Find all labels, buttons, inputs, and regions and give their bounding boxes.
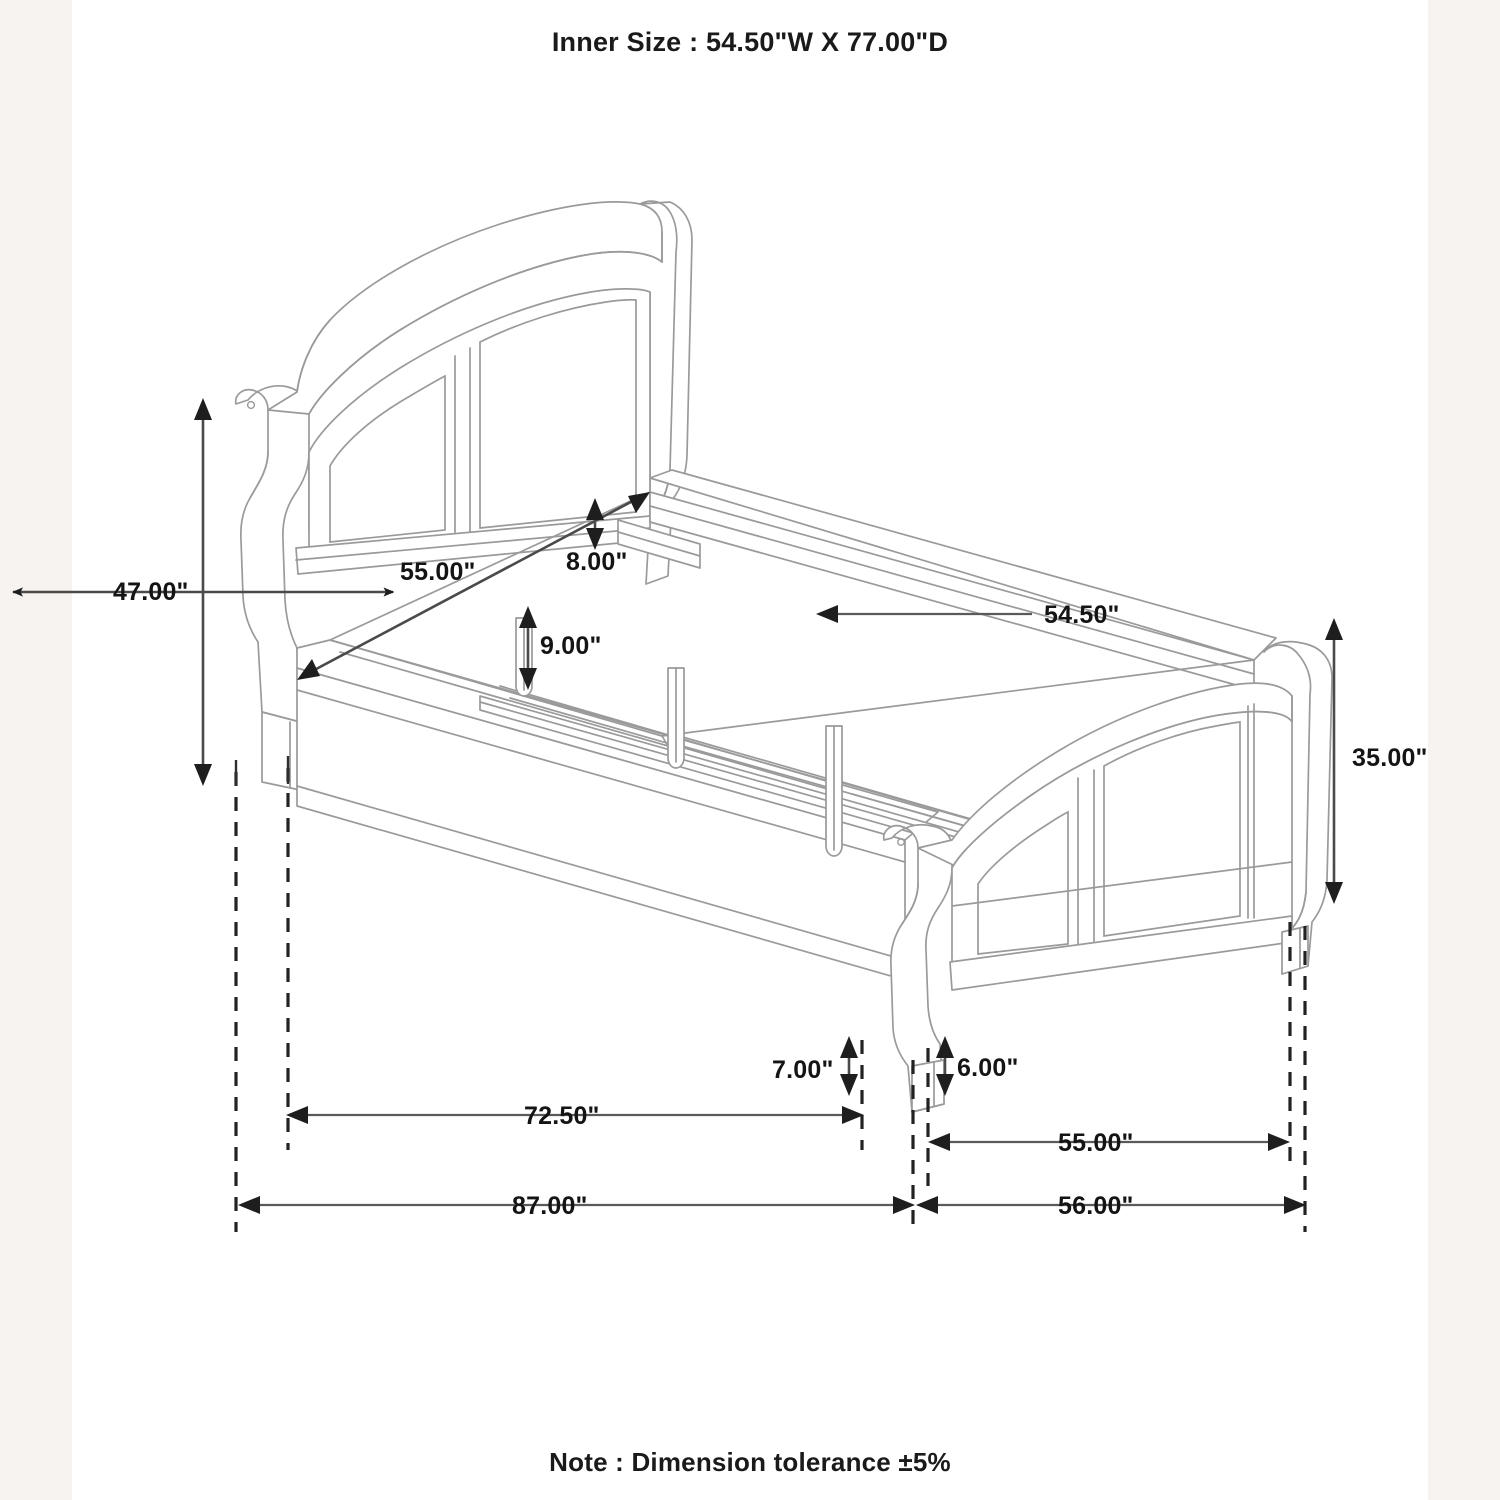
dim-label-width-55: 55.00": [1058, 1129, 1134, 1157]
arrowhead-55-upper: [628, 492, 650, 513]
page-title: Inner Size : 54.50"W X 77.00"D: [551, 27, 949, 57]
dim-label-len-8700: 87.00": [512, 1192, 588, 1220]
arrowhead-w56-right: [1284, 1196, 1306, 1214]
right-margin-band: [1428, 0, 1500, 1500]
tolerance-note: Note : Dimension tolerance ±5%: [549, 1447, 951, 1477]
arrowhead-35-bottom: [1325, 882, 1343, 904]
dim-label-clear-7: 7.00": [772, 1056, 834, 1084]
arrowhead-w55-left: [928, 1133, 950, 1151]
arrowhead-6-bottom: [936, 1074, 954, 1096]
arrowhead-47-top: [194, 398, 212, 420]
arrowhead-55-lower: [297, 659, 320, 680]
footboard-group: [882, 640, 1333, 1113]
dim-label-rail-8: 8.00": [566, 548, 628, 576]
arrowhead-7-bottom: [840, 1074, 858, 1096]
arrowhead-w55-right: [1268, 1133, 1290, 1151]
headboard-group: [234, 200, 693, 791]
arrowhead-8700-left: [238, 1196, 260, 1214]
dim-label-height-35: 35.00": [1352, 744, 1428, 772]
arrowhead-w56-left: [916, 1196, 938, 1214]
arrowhead-7-top: [840, 1036, 858, 1058]
arrowhead-8700-right: [893, 1196, 915, 1214]
dim-label-leg-9: 9.00": [540, 632, 602, 660]
dim-label-slat-5450: 54.50": [1044, 601, 1120, 629]
arrowhead-5450: [816, 605, 838, 623]
dim-label-clear-6: 6.00": [957, 1054, 1019, 1082]
dim-label-width-56: 56.00": [1058, 1192, 1134, 1220]
arrowhead-8-bottom: [586, 528, 604, 550]
dim-label-diag-55: 55.00": [400, 558, 476, 586]
arrowhead-47-bottom: [194, 764, 212, 786]
extension-lines: [234, 756, 1307, 1232]
dim-arrow-diag-55-shaft: [302, 493, 645, 678]
arrowhead-9-top: [519, 606, 537, 628]
arrowhead-8-top: [586, 498, 604, 520]
left-margin-band: [0, 0, 72, 1500]
dim-label-len-7250: 72.50": [524, 1102, 600, 1130]
arrowhead-9-bottom: [519, 668, 537, 690]
arrowhead-35-top: [1325, 618, 1343, 640]
dim-label-height-47: 47.00": [113, 578, 189, 606]
arrowhead-7250-left: [286, 1106, 308, 1124]
arrowhead-7250-right: [842, 1106, 864, 1124]
arrowhead-6-top: [936, 1036, 954, 1058]
